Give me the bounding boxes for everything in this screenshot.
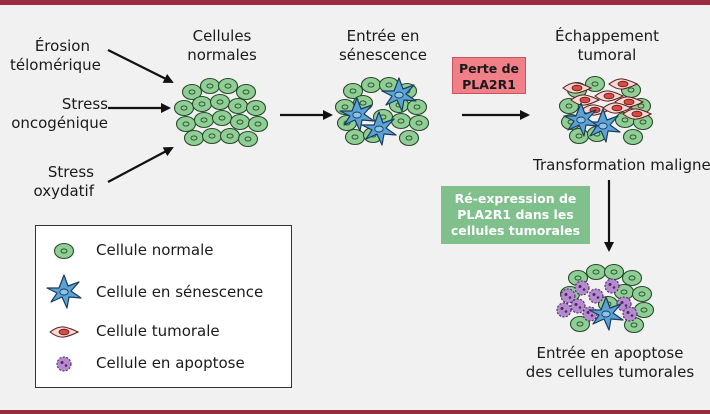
loss-box-line1: Perte de (458, 61, 520, 76)
label-senescence: Entrée en sénescence (325, 27, 441, 65)
tumor-escape-cluster (558, 75, 654, 146)
label-stress-onco-line2: oncogénique (11, 114, 108, 132)
label-stress-oxy-line2: oxydatif (33, 182, 94, 200)
label-escape-line1: Échappement (555, 27, 659, 45)
tumor-cell-icon (49, 326, 80, 338)
legend-box: Cellule normale Cellule en sénescence Ce… (35, 225, 292, 388)
label-erosion-line1: Érosion (34, 37, 90, 55)
apoptosis-cluster (556, 263, 655, 334)
label-escape-line2: tumoral (577, 46, 637, 64)
label-stress-oxy: Stress oxydatif (10, 163, 94, 201)
loss-pla2r1-box: Perte de PLA2R1 (452, 57, 526, 94)
label-normal-cells-line2: normales (187, 46, 257, 64)
label-apoptosis: Entrée en apoptose des cellules tumorale… (525, 344, 695, 382)
label-stress-onco: Stress oncogénique (10, 95, 108, 133)
label-senescence-line1: Entrée en (346, 27, 420, 45)
reexpression-line1: Ré-expression de (454, 191, 577, 206)
arrow-erosion (107, 49, 174, 83)
reexpression-line3: cellules tumorales (450, 223, 581, 238)
apoptotic-cell-icon (56, 356, 72, 372)
legend-icons (46, 242, 82, 372)
label-senescence-line2: sénescence (338, 46, 428, 64)
label-normal-cells: Cellules normales (172, 27, 272, 65)
reexpression-line2: PLA2R1 dans les (457, 207, 574, 222)
reexpression-box: Ré-expression de PLA2R1 dans les cellule… (441, 186, 590, 244)
label-erosion-line2: télomérique (10, 56, 101, 74)
label-escape: Échappement tumoral (543, 27, 671, 65)
arrow-stress-oxy (107, 147, 174, 183)
senescent-cell-icon (46, 274, 82, 309)
legend-label-senescent: Cellule en sénescence (96, 283, 264, 301)
label-apoptosis-line1: Entrée en apoptose (536, 344, 684, 362)
label-erosion: Érosion télomérique (10, 37, 101, 75)
label-normal-cells-line1: Cellules (192, 27, 252, 45)
label-malignant: Transformation maligne (533, 156, 710, 174)
loss-box-line2: PLA2R1 (462, 77, 516, 92)
legend-label-normal: Cellule normale (96, 241, 214, 259)
legend-label-tumor: Cellule tumorale (96, 322, 220, 340)
senescence-cluster (334, 76, 430, 147)
normal-cell-icon (53, 242, 75, 260)
top-accent-bar (0, 0, 710, 5)
normal-cell-cluster (173, 77, 269, 148)
label-stress-onco-line1: Stress (61, 95, 108, 113)
label-stress-oxy-line1: Stress (47, 163, 94, 181)
legend-label-apoptotic: Cellule en apoptose (96, 354, 245, 372)
label-apoptosis-line2: des cellules tumorales (525, 363, 695, 381)
bottom-accent-bar (0, 410, 710, 414)
